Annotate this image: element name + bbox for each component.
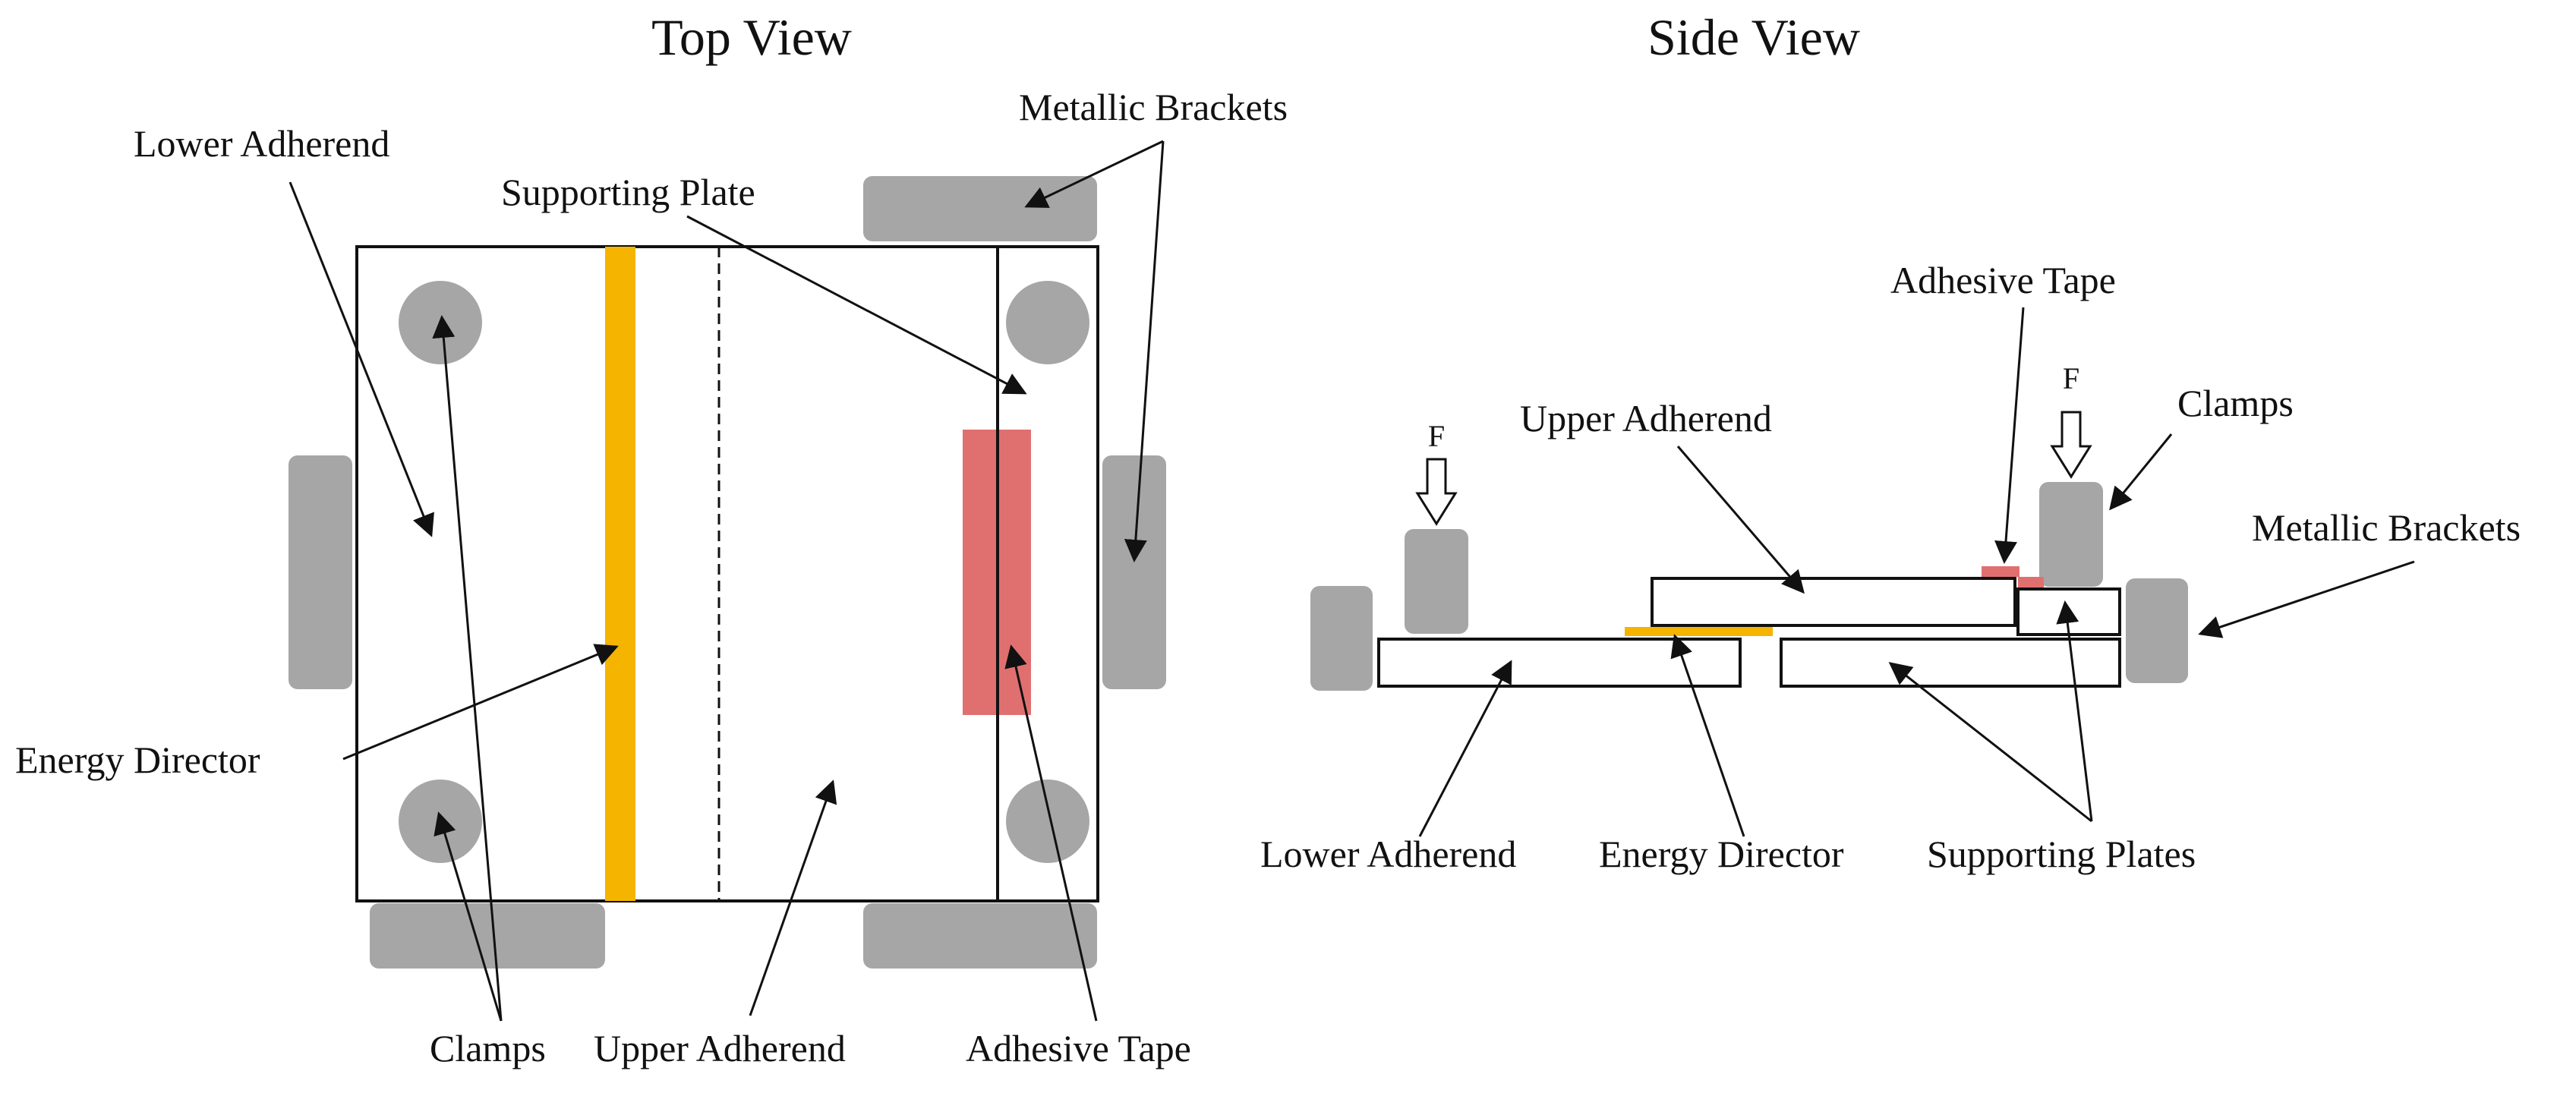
- side-label-clamps: Clamps: [2177, 382, 2294, 424]
- side-force-label-right: F: [2063, 361, 2079, 395]
- side-supporting-plate-lower: [1780, 638, 2121, 688]
- side-label-upper-adherend: Upper Adherend: [1520, 397, 1772, 439]
- top-label-upper-adherend: Upper Adherend: [594, 1027, 846, 1069]
- side-force-arrow-right: [2050, 411, 2092, 479]
- side-arrow-energy-director: [1670, 634, 1745, 837]
- side-arrow-metallic-brackets: [2198, 560, 2415, 638]
- top-view-title: Top View: [651, 8, 852, 66]
- top-energy-director: [605, 247, 635, 901]
- side-arrow-supporting-plates-upper: [2056, 600, 2093, 822]
- top-bracket-bottom-left: [370, 903, 605, 969]
- top-arrow-metallic-brackets-top: [1024, 140, 1164, 208]
- side-label-adhesive-tape: Adhesive Tape: [1890, 259, 2116, 301]
- side-arrow-supporting-plates-lower: [1888, 662, 2092, 823]
- side-bracket-left: [1310, 586, 1373, 691]
- top-label-metallic-brackets: Metallic Brackets: [1019, 86, 1288, 128]
- side-view-title: Side View: [1647, 8, 1860, 66]
- side-arrow-adhesive-tape: [1994, 307, 2025, 564]
- top-label-adhesive-tape: Adhesive Tape: [966, 1027, 1191, 1069]
- side-bracket-right: [2126, 578, 2188, 683]
- side-clamp-left: [1405, 529, 1468, 634]
- top-view: Top View Lower Adherend Supporting Plate…: [15, 8, 1288, 1069]
- top-bracket-bottom-right: [863, 903, 1097, 969]
- side-arrow-clamps: [2109, 433, 2173, 511]
- side-lower-adherend: [1377, 638, 1742, 688]
- top-label-supporting-plate: Supporting Plate: [501, 171, 755, 213]
- top-label-energy-director: Energy Director: [15, 739, 260, 781]
- top-arrow-supporting-plate: [686, 215, 1027, 395]
- side-adhesive-tape-step: [2018, 577, 2044, 589]
- side-force-label-left: F: [1428, 419, 1445, 453]
- side-label-supporting-plates: Supporting Plates: [1927, 833, 2196, 875]
- side-upper-adherend: [1651, 577, 2016, 627]
- side-label-energy-director: Energy Director: [1599, 833, 1844, 875]
- top-label-clamps: Clamps: [430, 1027, 546, 1069]
- top-clamp-bottom-right: [1006, 780, 1089, 863]
- top-clamp-top-right: [1006, 281, 1089, 364]
- top-arrow-clamps-bottom: [434, 811, 503, 1022]
- top-clamp-top-left: [399, 281, 482, 364]
- top-arrow-adhesive-tape: [1004, 644, 1098, 1022]
- top-arrow-clamps-top: [432, 315, 503, 1022]
- side-adhesive-tape: [1982, 566, 2019, 577]
- top-bracket-top: [863, 176, 1097, 241]
- top-arrow-energy-director: [342, 644, 619, 761]
- top-arrow-metallic-brackets-right: [1124, 140, 1165, 562]
- side-view: Side View F F Adhesive Tape Clamps Upper…: [1260, 8, 2521, 875]
- top-bracket-left: [288, 455, 352, 689]
- side-force-arrow-left: [1415, 458, 1458, 526]
- top-bracket-right: [1102, 455, 1166, 689]
- side-label-metallic-brackets: Metallic Brackets: [2252, 506, 2521, 549]
- side-arrow-lower-adherend: [1418, 660, 1512, 837]
- top-label-lower-adherend: Lower Adherend: [134, 122, 389, 165]
- top-arrow-lower-adherend: [288, 181, 434, 537]
- side-energy-director: [1625, 627, 1773, 636]
- top-arrow-upper-adherend: [749, 780, 837, 1016]
- side-clamp-right: [2039, 482, 2103, 587]
- side-label-lower-adherend: Lower Adherend: [1260, 833, 1516, 875]
- side-arrow-upper-adherend: [1676, 446, 1805, 594]
